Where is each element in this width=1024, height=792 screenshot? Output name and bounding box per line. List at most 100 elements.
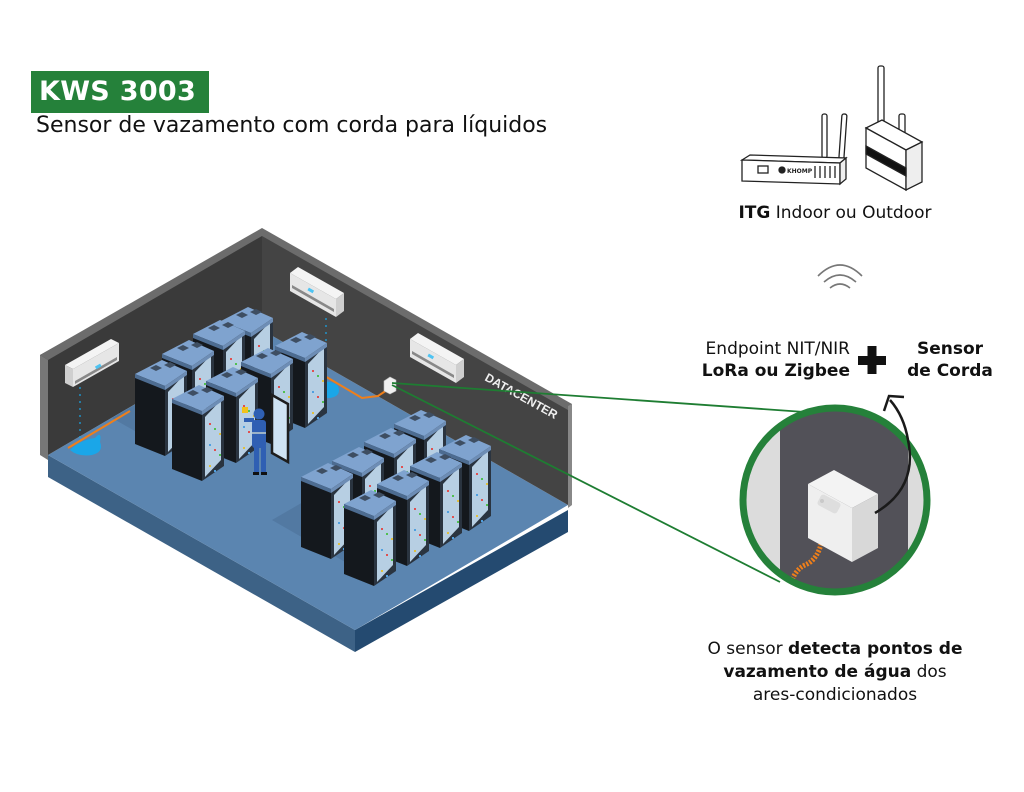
rack-top-edge <box>439 449 469 465</box>
rack-top <box>344 490 396 516</box>
rack-top <box>241 348 293 374</box>
rack-led <box>243 405 245 407</box>
rack-led <box>214 428 216 430</box>
rack-top <box>364 428 416 454</box>
rack-vent <box>409 415 421 421</box>
ac-unit <box>65 339 119 387</box>
rack-led <box>447 532 449 534</box>
rack-led <box>214 449 216 451</box>
rack-top-edge <box>407 481 429 500</box>
gateway-label: ITG Indoor ou Outdoor <box>700 202 970 224</box>
rack-led <box>481 520 483 522</box>
rack-vent <box>423 412 435 418</box>
rack-top <box>377 470 429 496</box>
rack-top-edge <box>202 396 224 415</box>
rack-vent <box>347 452 359 458</box>
rack-vent <box>330 465 342 471</box>
rack-top-edge <box>236 378 258 397</box>
rack-vent <box>235 369 247 375</box>
rack-top-edge <box>206 381 236 397</box>
rack-led <box>209 465 211 467</box>
rack-top-edge <box>172 399 202 415</box>
rack-vent <box>454 440 466 446</box>
rack-led <box>481 499 483 501</box>
rack-led <box>419 555 421 557</box>
rack-vent <box>236 312 248 318</box>
rack-vent <box>361 449 373 455</box>
rack-top-edge <box>305 343 327 362</box>
rack-vent <box>359 495 371 501</box>
rack-led <box>457 500 459 502</box>
rack-led <box>447 490 449 492</box>
rack-side <box>135 374 165 456</box>
endpoint-label: Endpoint NIT/NIR LoRa ou Zigbee <box>650 338 850 382</box>
rack-vent <box>187 390 199 396</box>
rack-led <box>219 433 221 435</box>
endpoint-line1: Endpoint NIT/NIR <box>705 339 850 359</box>
rack-led <box>386 533 388 535</box>
rack-top-edge <box>135 374 165 390</box>
rack-led <box>248 452 250 454</box>
rack-led <box>414 550 416 552</box>
rack-top-edge <box>374 501 396 520</box>
rack-led <box>447 511 449 513</box>
rack-vent <box>468 437 480 443</box>
rack-side <box>301 477 331 559</box>
rack-vent <box>392 475 404 481</box>
rack-led <box>386 554 388 556</box>
rack-led <box>457 521 459 523</box>
rack-led <box>401 466 403 468</box>
rack-led <box>243 426 245 428</box>
rack-glass <box>443 467 459 544</box>
rack-door <box>270 392 290 465</box>
rack-top-edge <box>162 354 192 370</box>
sensor-line2: de Corda <box>907 361 993 381</box>
rack-vent <box>425 457 437 463</box>
rack-led <box>204 383 206 385</box>
gateway-label-text: Indoor ou Outdoor <box>770 203 932 223</box>
rack-top-edge <box>440 463 462 482</box>
rack-vent <box>304 334 316 340</box>
rack-led <box>230 358 232 360</box>
rack-led <box>419 534 421 536</box>
rack-top <box>193 320 245 346</box>
rack-led <box>317 396 319 398</box>
rack-led <box>219 454 221 456</box>
rack-top-edge <box>165 371 187 390</box>
arrow-head <box>882 394 905 412</box>
room-illustration: DATACENTER <box>40 228 572 652</box>
rack-led <box>258 345 260 347</box>
rack-vent <box>150 365 162 371</box>
rack-top <box>439 435 491 461</box>
rack-top-edge <box>377 484 407 500</box>
rack-led <box>381 528 383 530</box>
gateway-brand: KHOMP <box>787 168 813 175</box>
rack-led <box>317 417 319 419</box>
rack-top <box>172 385 224 411</box>
leak-puddle <box>70 434 101 456</box>
model-badge: KWS 3003 <box>31 71 209 113</box>
wifi-signal-icon <box>817 264 863 289</box>
rack-top-edge <box>271 359 293 378</box>
rack-led <box>312 391 314 393</box>
rack-top-edge <box>424 421 446 440</box>
rack-top <box>221 307 273 333</box>
server-rack <box>172 385 224 481</box>
description-bold2: vazamento de água <box>723 662 912 682</box>
technician <box>242 407 267 475</box>
rack-vent <box>222 322 234 328</box>
rack-vent <box>439 454 451 460</box>
rack-led <box>386 575 388 577</box>
page-subtitle: Sensor de vazamento com corda para líqui… <box>36 113 548 138</box>
rack-top <box>394 410 446 436</box>
rack-led <box>283 391 285 393</box>
rack-vent <box>221 372 233 378</box>
gateway-antenna-icon: KHOMP <box>739 65 924 192</box>
rack-led <box>452 537 454 539</box>
rack-led <box>424 539 426 541</box>
rack-top-edge <box>223 331 245 350</box>
endpoint-device <box>383 376 397 395</box>
callout-line <box>391 382 834 415</box>
wall-top-edge-left <box>40 228 262 360</box>
rack-led <box>476 494 478 496</box>
